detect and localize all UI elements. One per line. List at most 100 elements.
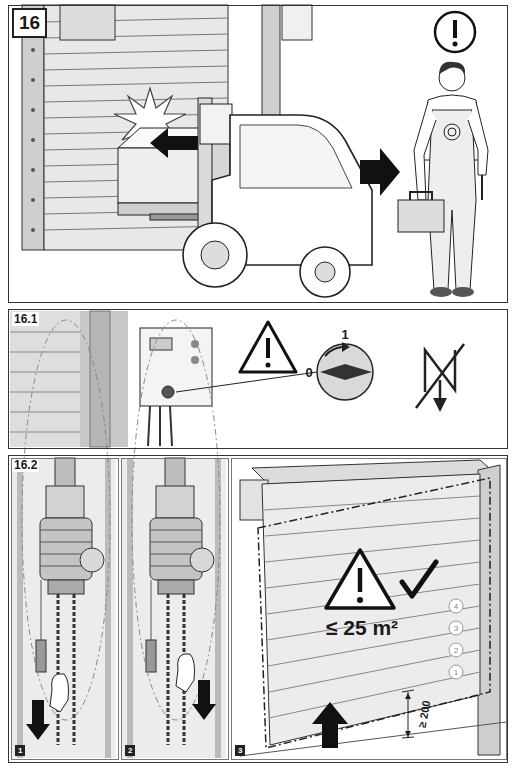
forklift (315, 262, 335, 282)
forklift (150, 98, 372, 297)
step-number: 16.2 (12, 458, 39, 472)
callout-number: 2 (454, 646, 458, 655)
door-frame (44, 82, 228, 86)
door-frame (31, 168, 35, 172)
control-box (191, 356, 199, 364)
sub-step-number: 2 (125, 745, 135, 756)
switch-position: 0 (305, 365, 312, 380)
door-curtain (265, 540, 480, 562)
warning-triangle (266, 338, 270, 358)
circled-marker (449, 599, 463, 679)
motor-hand-crank (122, 320, 226, 758)
door-frame (10, 352, 80, 353)
motor-hand-crank (50, 674, 69, 712)
warning-triangle (240, 322, 296, 372)
sub-panel: 3 (231, 458, 507, 760)
dimension-line (402, 690, 414, 738)
door-curtain (240, 460, 506, 756)
attention-symbol (453, 20, 457, 38)
motor-hand-crank (12, 320, 116, 758)
dimension-line (405, 693, 411, 699)
dimension-line (405, 731, 411, 737)
warning-triangle (240, 322, 296, 372)
load-box (118, 203, 208, 215)
control-box (140, 328, 212, 406)
service-technician (452, 287, 474, 297)
load-box (150, 128, 205, 158)
door-frame (10, 432, 80, 433)
no-power-symbol (416, 344, 464, 408)
door-curtain (240, 722, 506, 756)
circled-marker (449, 621, 463, 635)
service-technician (481, 175, 483, 200)
control-box (191, 340, 199, 348)
warning-triangle (326, 550, 394, 608)
control-box (170, 406, 172, 446)
control-box (162, 386, 174, 398)
dimension-line (402, 737, 414, 738)
forklift (183, 223, 247, 287)
main-switch (317, 344, 373, 400)
door-frame (10, 311, 128, 447)
control-box (140, 328, 317, 446)
door-frame (10, 311, 80, 447)
service-technician (398, 62, 488, 297)
callout-number: 3 (454, 624, 458, 633)
door-frame (10, 412, 80, 413)
service-technician (414, 102, 436, 200)
next-arrow (360, 148, 400, 196)
service-technician (398, 200, 444, 232)
door-frame (31, 198, 35, 202)
main-switch (320, 364, 372, 380)
load-box (118, 148, 208, 203)
sub-panel: 1 (11, 458, 119, 760)
switch-position: 1 (341, 327, 348, 342)
door-frame (31, 138, 35, 142)
attention-symbol (435, 12, 475, 52)
door-frame (31, 48, 35, 52)
door-frame (282, 5, 312, 40)
main-switch (317, 342, 373, 400)
motor-hand-crank (176, 654, 195, 692)
door-curtain (262, 474, 480, 745)
service-technician (444, 124, 460, 140)
area-limit: ≤ 25 m² (326, 616, 398, 640)
control-box (176, 372, 317, 392)
circled-marker (449, 665, 463, 679)
lift-arrow (312, 702, 348, 748)
circled-marker (449, 643, 463, 657)
door-frame (31, 78, 35, 82)
service-technician (430, 287, 452, 297)
motor-hand-crank (192, 680, 216, 720)
door-frame (22, 5, 44, 250)
door-frame (10, 372, 80, 373)
step-number: 16 (12, 8, 47, 38)
control-box (150, 338, 172, 350)
control-box (148, 406, 150, 446)
warning-triangle (402, 562, 436, 596)
forklift (300, 247, 350, 297)
door-curtain (267, 606, 480, 640)
no-power-symbol (433, 398, 447, 412)
warning-triangle (326, 550, 436, 608)
door-curtain (258, 478, 490, 748)
door-curtain (478, 465, 500, 755)
step-panel: 16 (8, 5, 508, 303)
door-frame (10, 332, 80, 333)
door-frame (90, 311, 110, 447)
dimension-line (402, 690, 414, 692)
forklift (201, 241, 229, 269)
door-curtain (269, 672, 480, 718)
service-technician (410, 192, 432, 200)
motor-hand-crank (26, 700, 50, 740)
sub-step-number: 3 (235, 745, 245, 756)
motor-hand-crank (122, 320, 226, 758)
service-technician (468, 102, 488, 175)
door-curtain (269, 650, 480, 692)
warning-triangle (266, 363, 271, 368)
main-switch (342, 342, 350, 352)
sub-step-number: 1 (15, 745, 25, 756)
